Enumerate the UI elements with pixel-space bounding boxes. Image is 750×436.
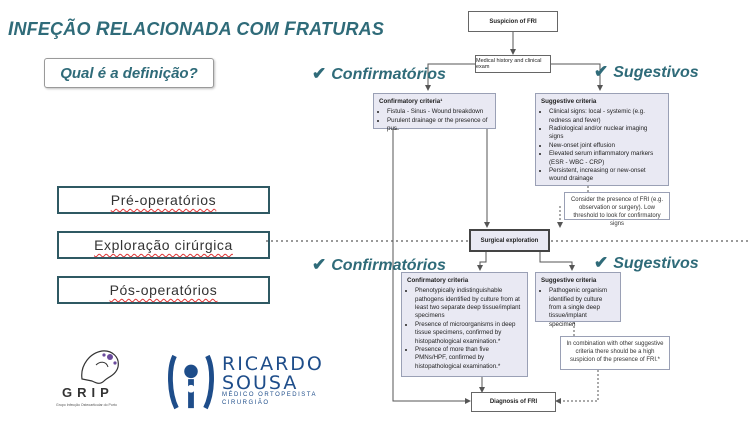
- heading-label: Confirmatórios: [331, 66, 446, 83]
- criteria-item: Clinical signs: local - systemic (e.g. r…: [549, 108, 663, 125]
- heading-confirmatory-top: ✔Confirmatórios: [312, 64, 446, 84]
- title-initial: R: [95, 19, 110, 40]
- ricardo-sousa-logo-text: RICARDO SOUSA: [222, 355, 324, 393]
- title-word: NFEÇÃO: [13, 19, 91, 39]
- grip-logo-subtitle: Grupo Infecção Osteoarticular do Porto: [56, 403, 117, 407]
- box-confirmatory-criteria-post: Confirmatory criteria Phenotypically ind…: [401, 272, 528, 377]
- checkmark-icon: ✔: [312, 255, 327, 274]
- criteria-item: Pathogenic organism identified by cultur…: [549, 287, 615, 329]
- box-suggestive-criteria-pre: Suggestive criteria Clinical signs: loca…: [535, 93, 669, 186]
- note-combination: In combination with other suggestive cri…: [560, 336, 670, 370]
- phase-label: Pré-operatórios: [110, 192, 217, 208]
- logo-subtitle-role: CIRURGIÃO: [222, 400, 270, 406]
- arrow: [539, 252, 575, 271]
- criteria-item: New-onset joint effusion: [549, 142, 663, 150]
- ricardo-sousa-logo-icon: [168, 354, 214, 410]
- heading-label: Sugestivos: [613, 64, 699, 81]
- box-confirmatory-criteria-pre: Confirmatory criteria¹ Fistula - Sinus -…: [373, 93, 496, 132]
- heading-suggestive-bottom: ✔Sugestivos: [594, 253, 699, 273]
- arrow: [555, 370, 599, 404]
- criteria-item: Persistent, increasing or new-onset woun…: [549, 167, 663, 184]
- arrow: [551, 63, 603, 91]
- box-surgical-exploration: Surgical exploration: [469, 229, 550, 252]
- arrow: [392, 128, 471, 404]
- heading-suggestive-top: ✔Sugestivos: [594, 62, 699, 82]
- title-word: COM: [236, 19, 279, 39]
- box-diagnosis: Diagnosis of FRI: [471, 392, 556, 412]
- grip-logo: [81, 350, 119, 384]
- criteria-item: Purulent drainage or the presence of pus: [387, 117, 490, 134]
- criteria-item: Elevated serum inflammatory markers (ESR…: [549, 150, 663, 167]
- criteria-item: Radiological and/or nuclear imaging sign…: [549, 125, 663, 142]
- arrow: [425, 63, 475, 91]
- checkmark-icon: ✔: [312, 64, 327, 83]
- box-suggestive-criteria-post: Suggestive criteria Pathogenic organism …: [535, 272, 621, 328]
- logo-name-last: SOUSA: [222, 372, 299, 394]
- slide-title: INFEÇÃO RELACIONADA COM FRATURAS: [8, 19, 384, 41]
- criteria-item: Presence of more than five PMNs/HPF, con…: [415, 346, 522, 371]
- checkmark-icon: ✔: [594, 253, 609, 272]
- criteria-item: Fistula - Sinus - Wound breakdown: [387, 108, 490, 116]
- heading-confirmatory-bottom: ✔Confirmatórios: [312, 255, 446, 275]
- box-title: Confirmatory criteria¹: [379, 98, 443, 105]
- box-title: Confirmatory criteria: [407, 277, 469, 284]
- grip-logo-text: GRIP: [62, 385, 114, 400]
- title-word: RATURAS: [295, 19, 385, 39]
- phase-label: Exploração cirúrgica: [94, 237, 233, 253]
- box-suspicion: Suspicion of FRI: [468, 11, 558, 32]
- phase-surgical-exploration: Exploração cirúrgica: [57, 231, 270, 259]
- definition-question-box: Qual é a definição?: [44, 58, 214, 88]
- title-initial: F: [284, 19, 296, 40]
- phase-preoperative: Pré-operatórios: [57, 186, 270, 214]
- logo-subtitle-specialty: MÉDICO ORTOPEDISTA: [222, 392, 318, 398]
- box-title: Suggestive criteria: [541, 98, 597, 105]
- phase-label: Pós-operatórios: [109, 282, 218, 298]
- box-medical-history: Medical history and clinical exam: [475, 55, 551, 73]
- heading-label: Sugestivos: [613, 255, 699, 272]
- criteria-item: Phenotypically indistinguishable pathoge…: [415, 287, 522, 320]
- title-word: ELACIONADA: [109, 19, 232, 39]
- arrow: [477, 252, 487, 271]
- criteria-item: Presence of microorganisms in deep tissu…: [415, 321, 522, 346]
- title-initial: I: [8, 19, 14, 40]
- box-title: Suggestive criteria: [541, 277, 597, 284]
- logo-name-first: RICARDO: [222, 353, 324, 375]
- heading-label: Confirmatórios: [331, 257, 446, 274]
- checkmark-icon: ✔: [594, 62, 609, 81]
- phase-postoperative: Pós-operatórios: [57, 276, 270, 304]
- note-consider-fri: Consider the presence of FRI (e.g. obser…: [564, 192, 670, 227]
